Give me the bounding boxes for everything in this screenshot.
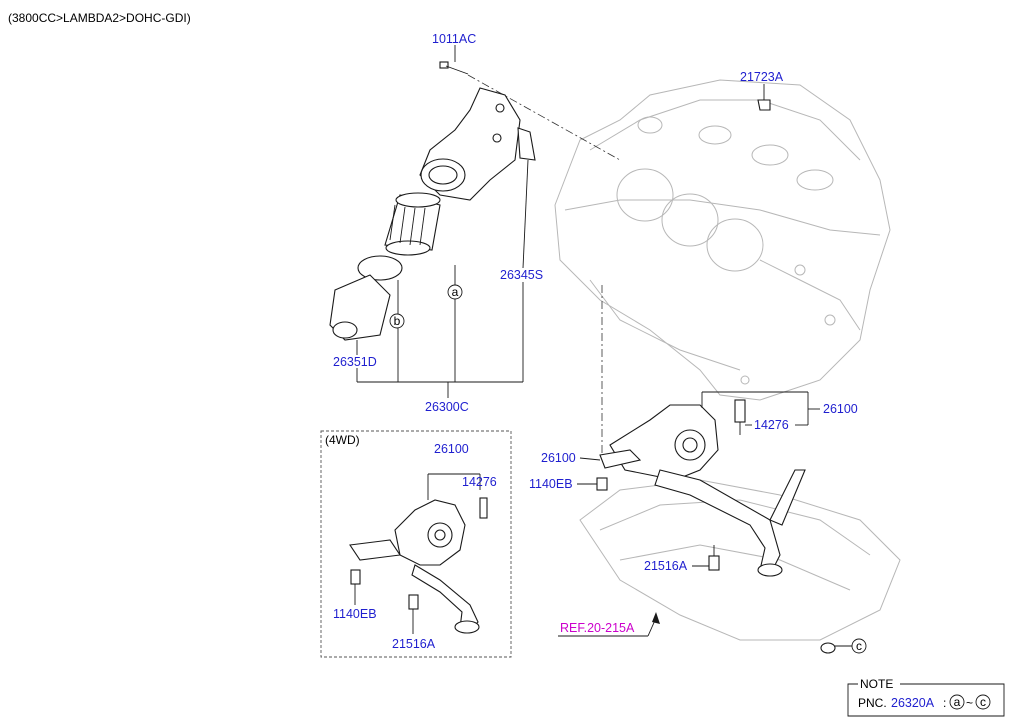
svg-text:b: b — [394, 314, 401, 328]
part-label-14276-main[interactable]: 14276 — [754, 418, 789, 432]
inset-label-1140EB[interactable]: 1140EB — [333, 607, 377, 621]
bolt-21516A-main — [708, 545, 720, 571]
callout-c: c — [851, 638, 867, 654]
inset-title: (4WD) — [325, 433, 360, 447]
part-21723A-icon — [757, 84, 771, 111]
part-label-1011AC[interactable]: 1011AC — [432, 32, 476, 46]
oil-pump-assembly — [599, 404, 806, 577]
housing-gasket — [517, 127, 536, 161]
note-range-end: c — [980, 695, 986, 709]
callout-a: a — [447, 284, 463, 300]
ref-label[interactable]: REF.20-215A — [560, 621, 635, 635]
part-label-1140EB-main[interactable]: 1140EB — [529, 477, 573, 491]
note-pnc-code[interactable]: 26320A — [891, 696, 935, 710]
filter-leader-lines — [356, 45, 529, 398]
note-pnc-prefix: PNC. — [858, 696, 887, 710]
engine-spec-title: (3800CC>LAMBDA2>DOHC-GDI) — [8, 11, 191, 25]
o-ring-b — [357, 255, 403, 281]
inset-label-26100[interactable]: 26100 — [434, 442, 469, 456]
oil-filter-housing — [419, 87, 521, 201]
inset-4wd — [320, 430, 512, 658]
part-label-26351D[interactable]: 26351D — [333, 355, 377, 369]
note-title: NOTE — [860, 677, 893, 691]
callout-b: b — [389, 313, 405, 329]
ref-leader — [558, 612, 660, 637]
note-box: NOTE PNC. 26320A : a ~ c — [847, 677, 1005, 717]
part-label-21516A-main[interactable]: 21516A — [644, 559, 688, 573]
filter-cap-26351D — [329, 274, 391, 341]
note-tilde: ~ — [966, 696, 973, 710]
inset-label-21516A[interactable]: 21516A — [392, 637, 436, 651]
inset-label-14276[interactable]: 14276 — [462, 475, 497, 489]
svg-text:a: a — [452, 285, 459, 299]
part-label-26100-side[interactable]: 26100 — [541, 451, 576, 465]
part-label-21723A[interactable]: 21723A — [740, 70, 784, 84]
alignment-dashed-lines — [467, 74, 621, 455]
svg-text:c: c — [856, 639, 862, 653]
engine-block-illustration — [554, 79, 901, 641]
part-label-26100-main[interactable]: 26100 — [823, 402, 858, 416]
oil-filter-element — [384, 192, 441, 256]
note-colon: : — [943, 696, 946, 710]
bolt-1140EB-main — [596, 477, 608, 491]
part-label-26345S[interactable]: 26345S — [500, 268, 543, 282]
part-label-26300C[interactable]: 26300C — [425, 400, 469, 414]
bolt-1011AC — [439, 61, 469, 75]
o-ring-c — [820, 642, 852, 654]
note-range-start: a — [954, 695, 961, 709]
sensor-14276-main — [734, 399, 746, 435]
main-leader-lines — [577, 391, 820, 567]
